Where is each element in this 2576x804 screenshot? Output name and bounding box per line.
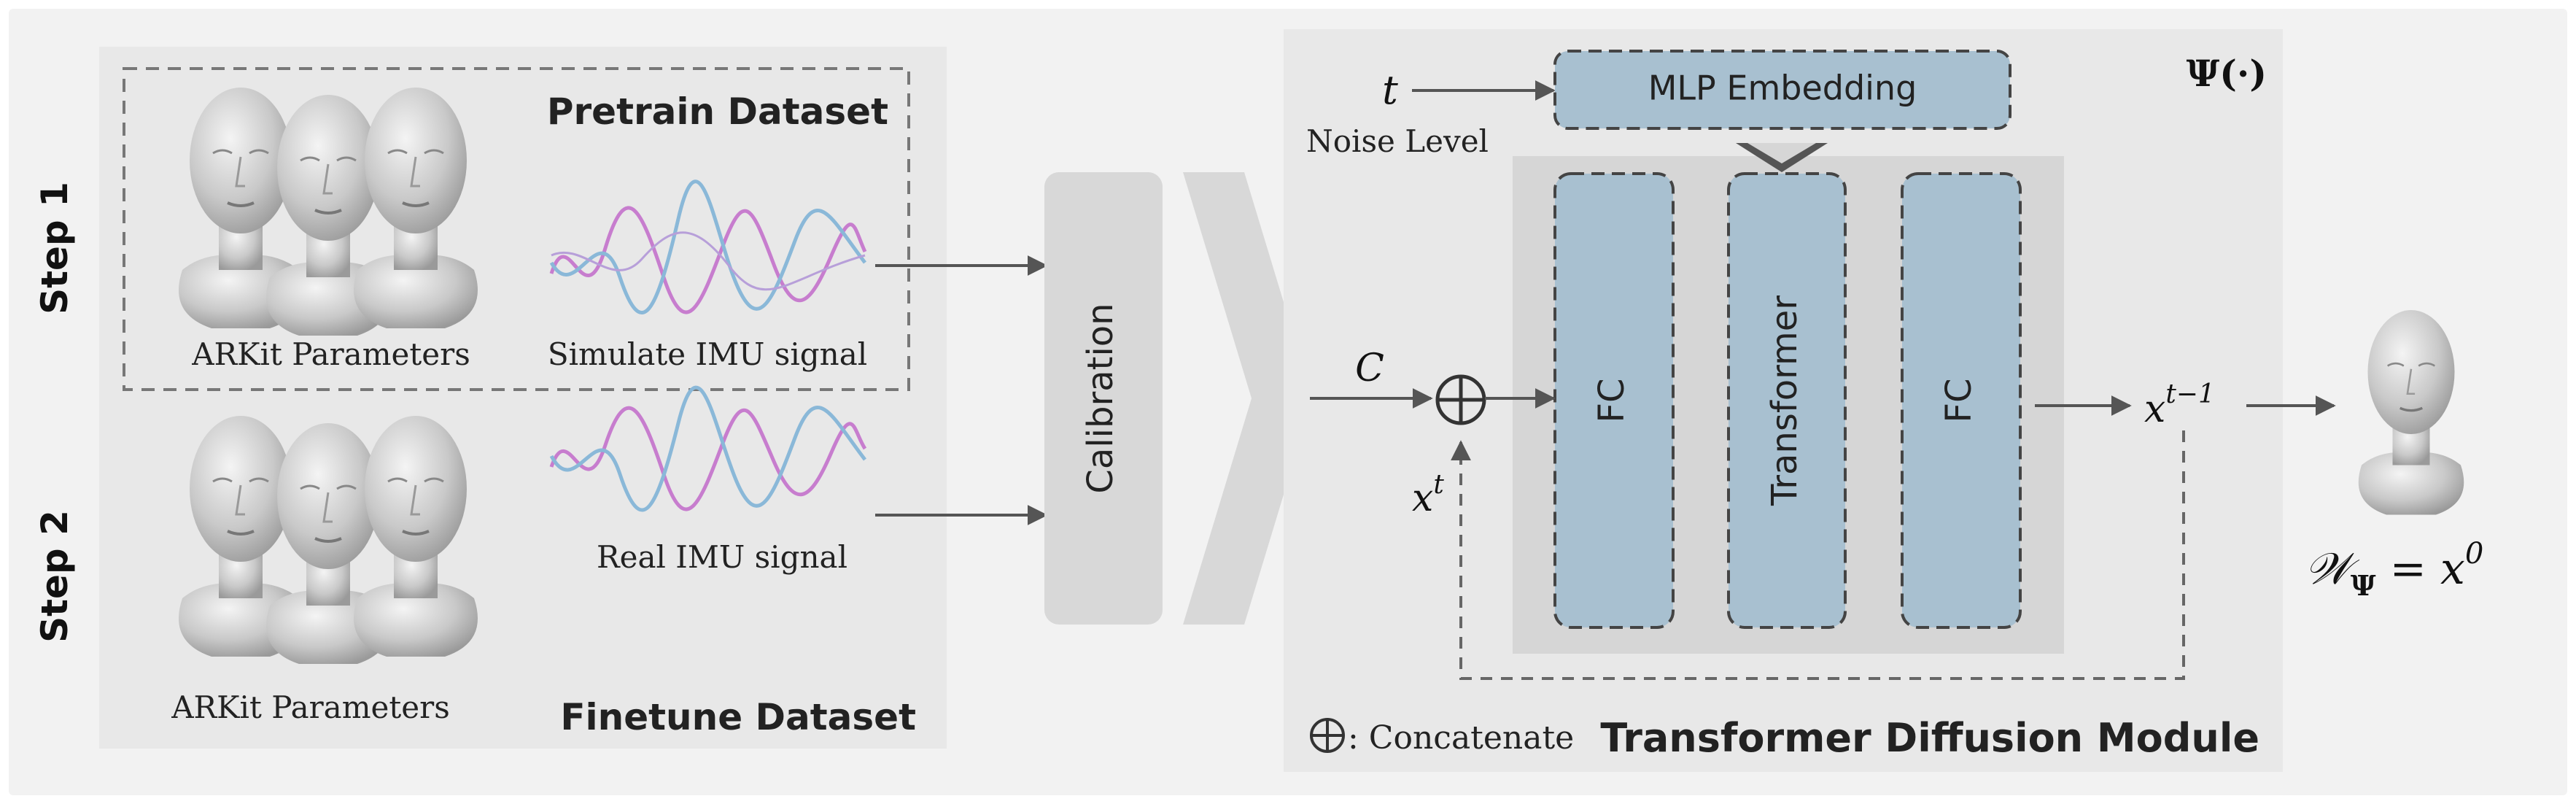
pretrain-box bbox=[123, 67, 910, 391]
fc-block-2 bbox=[1901, 172, 2022, 629]
output-equation: 𝒲Ψ = x0 bbox=[2305, 537, 2483, 602]
c-label: C bbox=[1355, 347, 1384, 390]
concatenate-legend bbox=[1310, 718, 1345, 753]
mlp-embedding-block bbox=[1553, 50, 2011, 130]
pretrain-arkit-label: ARKit Parameters bbox=[191, 336, 470, 372]
pretrain-title: Pretrain Dataset bbox=[547, 90, 888, 133]
simulated-imu-waveform bbox=[549, 179, 867, 314]
transformer-label: Transformer bbox=[1764, 295, 1805, 506]
finetune-arkit-label: ARKit Parameters bbox=[171, 689, 450, 725]
psi-label: Ψ(·) bbox=[2187, 52, 2267, 95]
t-label: t bbox=[1382, 67, 1398, 113]
finetune-faces bbox=[177, 414, 479, 665]
legend-text: : Concatenate bbox=[1348, 719, 1574, 757]
feedback-loop bbox=[1451, 430, 2185, 680]
finetune-title: Finetune Dataset bbox=[560, 696, 916, 738]
finetune-signal-label: Real IMU signal bbox=[597, 539, 847, 575]
noise-level-label: Noise Level bbox=[1306, 123, 1489, 159]
concatenate-icon bbox=[1435, 374, 1486, 425]
step1-label: Step 1 bbox=[34, 182, 76, 314]
diffusion-module-title: Transformer Diffusion Module bbox=[1600, 715, 2259, 761]
xt-label: xt bbox=[1412, 470, 1444, 520]
pretrain-signal-label: Simulate IMU signal bbox=[548, 336, 867, 372]
mlp-embedding-label: MLP Embedding bbox=[1648, 69, 1917, 108]
xt1-label: xt−1 bbox=[2144, 379, 2215, 431]
calibration-label: Calibration bbox=[1080, 303, 1121, 493]
fc2-label: FC bbox=[1939, 378, 1979, 422]
step2-label: Step 2 bbox=[34, 510, 76, 643]
real-imu-waveform bbox=[549, 385, 867, 512]
fc1-label: FC bbox=[1591, 378, 1632, 422]
pretrain-faces bbox=[177, 86, 479, 337]
calibration-block bbox=[1044, 172, 1163, 625]
transformer-block bbox=[1727, 172, 1847, 629]
